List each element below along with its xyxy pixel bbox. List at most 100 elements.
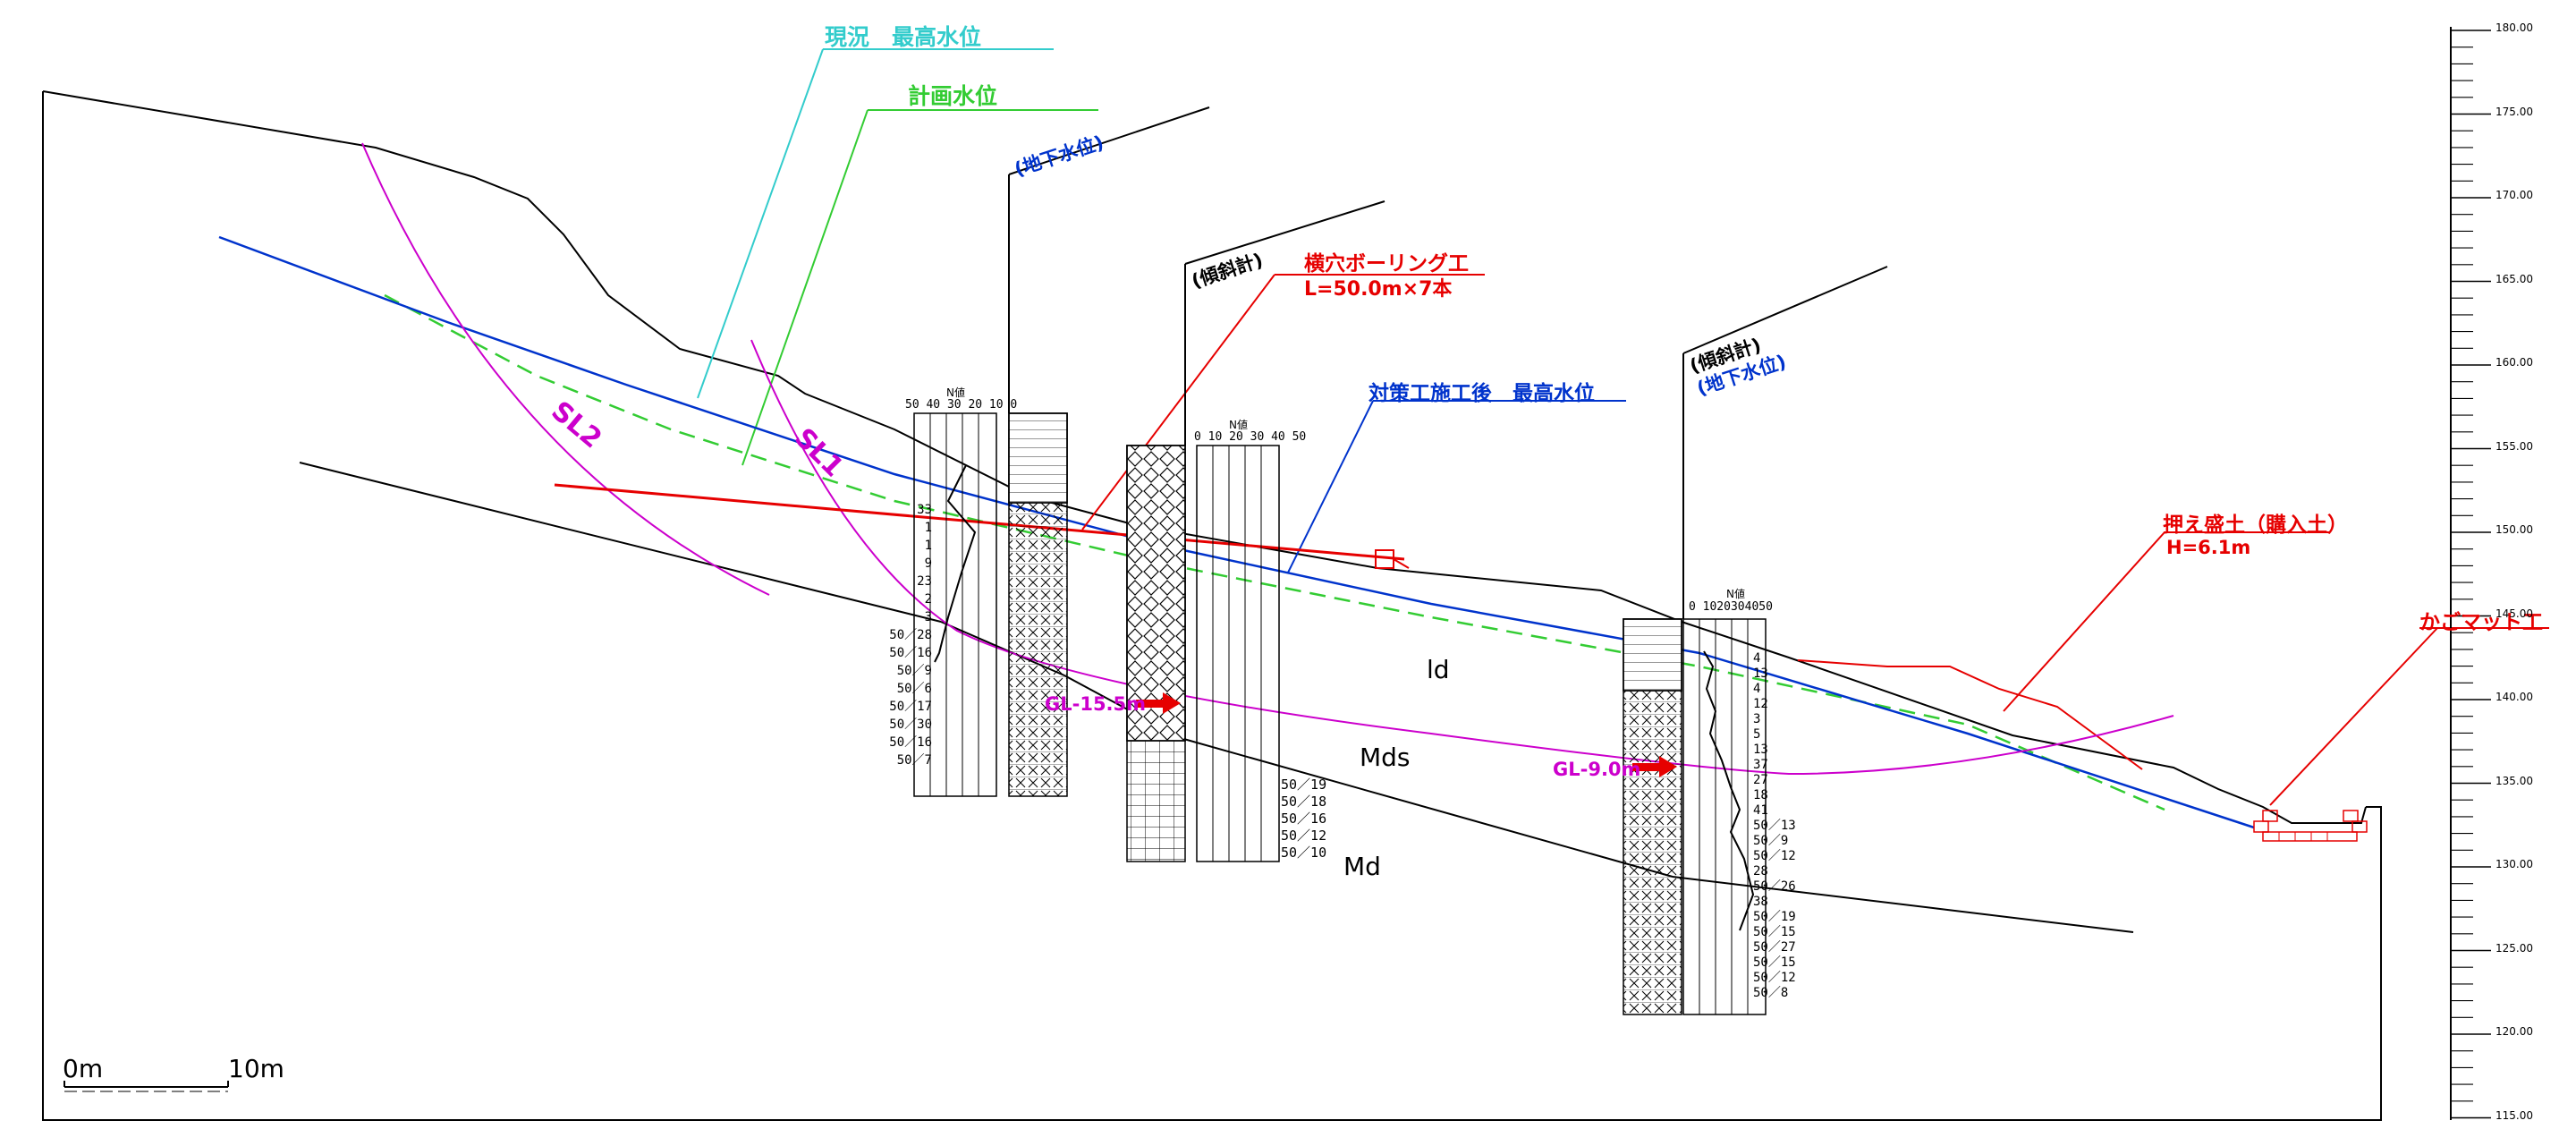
nvalue-entry: 18 bbox=[1753, 788, 1768, 802]
nvalue-entry: 1 bbox=[924, 521, 932, 535]
nvalue-entry: 4 bbox=[1753, 651, 1761, 666]
gl-arrow-right bbox=[1632, 756, 1677, 777]
elevation-tick-label: 180.00 bbox=[2496, 21, 2533, 34]
nvalue-entry: 12 bbox=[1753, 697, 1768, 711]
elevation-tick-label: 140.00 bbox=[2496, 691, 2533, 703]
nvalue-entry: 50／18 bbox=[1281, 794, 1327, 810]
nvalue-entry: 13 bbox=[1753, 743, 1768, 757]
nvalue-entry: 50／12 bbox=[1753, 971, 1796, 985]
nvalue-entry: 50／12 bbox=[1281, 828, 1327, 844]
scale-bar bbox=[64, 1081, 229, 1092]
drawing-frame bbox=[42, 91, 2382, 1121]
horizontal-drain bbox=[554, 274, 1485, 569]
nvalue-entry: 50／9 bbox=[1753, 834, 1789, 848]
nvalue-entry: 50／17 bbox=[889, 700, 932, 714]
nvalue-entry: 3 bbox=[1753, 712, 1761, 726]
label-current-max-water: 現況 最高水位 bbox=[825, 24, 982, 50]
nvalue-header-1: N値 bbox=[946, 386, 965, 399]
nvalue-axis-2: 0 10 20 30 40 50 bbox=[1194, 430, 1307, 444]
nvalue-entry: 3 bbox=[924, 610, 932, 624]
elevation-tick-label: 145.00 bbox=[2496, 607, 2533, 620]
nvalue-entry: 13 bbox=[1753, 666, 1768, 681]
slip-surface-sl2 bbox=[361, 142, 770, 596]
nvalue-entry: 50／28 bbox=[889, 628, 932, 642]
nvalue-entry: 50／30 bbox=[889, 717, 932, 732]
label-horizontal-drain-title: 横穴ボーリング工 bbox=[1304, 252, 1469, 276]
elevation-tick-label: 170.00 bbox=[2496, 189, 2533, 201]
label-post-max-water: 対策工施工後 最高水位 bbox=[1368, 382, 1595, 405]
nvalue-entry: 37 bbox=[1753, 758, 1768, 772]
nvalue-entry: 28 bbox=[1753, 864, 1768, 879]
nvalue-entry: 38 bbox=[1753, 895, 1768, 909]
label-gl-left: GL-15.5m bbox=[1045, 693, 1147, 715]
nvalue-header-3: N値 bbox=[1726, 588, 1745, 600]
elevation-tick-label: 130.00 bbox=[2496, 858, 2533, 870]
nvalue-entry: 5 bbox=[1753, 727, 1761, 742]
elevation-ruler bbox=[2450, 27, 2491, 1120]
elevation-tick-label: 160.00 bbox=[2496, 356, 2533, 369]
nvalue-entry: 50／8 bbox=[1753, 986, 1789, 1000]
nvalue-entry: 50／13 bbox=[1753, 819, 1796, 833]
boring-log-1 bbox=[913, 106, 1210, 797]
label-gabion: かごマット工 bbox=[2419, 611, 2543, 634]
current-water-leader bbox=[697, 48, 1054, 399]
nvalue-axis-3: 0 1020304050 bbox=[1689, 600, 1773, 614]
nvalue-entry: 33 bbox=[917, 503, 932, 517]
boring-log-2 bbox=[1126, 200, 1385, 862]
elevation-tick-label: 150.00 bbox=[2496, 523, 2533, 536]
nvalue-entry: 50／12 bbox=[1753, 849, 1796, 863]
label-counter-fill-spec: H=6.1m bbox=[2166, 537, 2251, 558]
label-gl-right: GL-9.0m bbox=[1553, 759, 1641, 780]
label-layer-md: Md bbox=[1343, 852, 1381, 881]
nvalue-entry: 50／6 bbox=[896, 682, 932, 696]
label-counter-fill-title: 押え盛土（購入土） bbox=[2163, 514, 2348, 537]
counter-fill-leader bbox=[2003, 531, 2330, 712]
nvalue-entry: 50／9 bbox=[896, 664, 932, 678]
nvalue-entry: 50／19 bbox=[1281, 777, 1327, 793]
elevation-labels: 180.00 175.00 170.00 165.00 160.00 155.00 150.… bbox=[2496, 21, 2567, 1124]
nvalue-entry: 23 bbox=[917, 574, 932, 589]
label-scale-end: 10m bbox=[228, 1054, 284, 1083]
nvalue-entry: 4 bbox=[1753, 682, 1761, 696]
counter-fill-outline bbox=[1797, 659, 2143, 770]
label-horizontal-drain-spec: L=50.0m×7本 bbox=[1304, 278, 1453, 301]
elevation-tick-label: 165.00 bbox=[2496, 272, 2533, 285]
ground-surface-line bbox=[42, 90, 2367, 824]
gabion-mattress bbox=[2253, 627, 2549, 842]
nvalue-entry: 50／10 bbox=[1281, 845, 1327, 861]
elevation-tick-label: 135.00 bbox=[2496, 774, 2533, 787]
planned-water-line bbox=[384, 109, 2165, 811]
nvalue-entry: 50／27 bbox=[1753, 940, 1796, 955]
gl-arrow-left bbox=[1136, 692, 1181, 714]
nvalue-entry: 9 bbox=[924, 556, 932, 571]
nvalue-entry: 50／7 bbox=[896, 753, 932, 768]
nvalue-entry: 50／16 bbox=[1281, 811, 1327, 827]
elevation-tick-label: 175.00 bbox=[2496, 105, 2533, 118]
boring-log-3 bbox=[1623, 266, 1888, 1015]
nvalue-entry: 50／26 bbox=[1753, 879, 1796, 894]
elevation-tick-label: 125.00 bbox=[2496, 941, 2533, 955]
nvalue-entry: 41 bbox=[1753, 803, 1768, 818]
slip-surface-sl1 bbox=[750, 339, 2174, 776]
elevation-tick-label: 120.00 bbox=[2496, 1025, 2533, 1038]
label-scale-start: 0m bbox=[63, 1054, 104, 1083]
nvalue-entry: 50／16 bbox=[889, 646, 932, 660]
nvalue-header-2: N値 bbox=[1229, 419, 1248, 431]
nvalue-entry: 50／16 bbox=[889, 735, 932, 750]
nvalue-entry: 1 bbox=[924, 539, 932, 553]
nvalue-entry: 50／19 bbox=[1753, 910, 1796, 924]
label-planned-water: 計画水位 bbox=[908, 83, 998, 109]
nvalue-axis-1: 50 40 30 20 10 0 bbox=[905, 398, 1018, 412]
nvalue-entry: 50／15 bbox=[1753, 955, 1796, 970]
nvalue-entry: 50／15 bbox=[1753, 925, 1796, 939]
nvalue-entry: 2 bbox=[924, 592, 932, 607]
elevation-tick-label: 115.00 bbox=[2496, 1108, 2533, 1122]
layer-boundary-lines bbox=[299, 462, 2134, 933]
nvalue-entry: 27 bbox=[1753, 773, 1768, 787]
elevation-tick-label: 155.00 bbox=[2496, 439, 2533, 453]
label-layer-ld: ld bbox=[1427, 655, 1450, 684]
